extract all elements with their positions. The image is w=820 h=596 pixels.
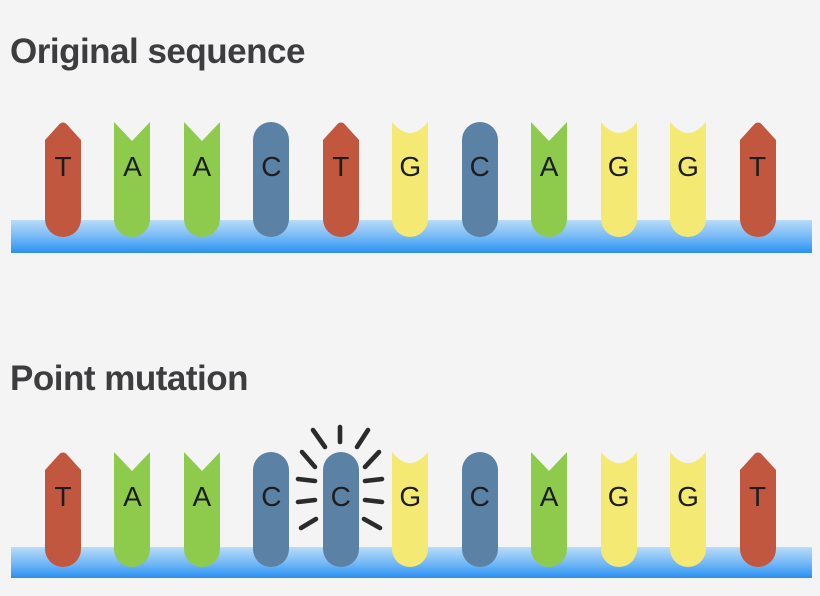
base-letter: C [261,151,282,182]
base-letter: T [54,481,72,512]
base-shape-C [461,452,498,567]
base-letter: G [607,151,630,182]
base-shape-A [114,122,151,237]
nucleotide-base: A [183,122,220,237]
base-shape-C [253,122,290,237]
base-shape-A [114,452,151,567]
base-letter: A [192,481,212,512]
base-letter: G [677,481,699,512]
nucleotide-base: G [392,452,429,567]
base-shape-T [45,452,81,567]
base-shape-G [600,122,637,237]
base-shape-C [322,452,359,567]
nucleotide-base: A [531,122,568,237]
nucleotide-base: G [600,122,637,237]
nucleotide-base: A [114,122,151,237]
nucleotide-base: G [670,452,707,567]
base-letter: C [261,481,282,512]
base-shape-T [739,122,776,237]
base-letter: A [539,481,559,512]
base-shape-A [183,452,220,567]
section-title-original: Original sequence [10,32,305,71]
base-letter: G [607,481,630,512]
base-letter: A [539,151,559,182]
nucleotide-base: A [114,452,151,567]
base-letter: A [192,151,212,182]
mutated-base: C [322,452,359,567]
base-shape-T [739,452,776,567]
base-shape-G [600,452,637,567]
base-letter: C [330,481,351,512]
nucleotide-base: G [392,122,429,237]
base-letter: C [469,151,490,182]
base-shape-C [253,452,290,567]
base-letter: C [469,481,490,512]
base-shape-G [670,452,707,567]
base-shape-G [670,122,707,237]
nucleotide-base: A [183,452,220,567]
base-letter: G [399,481,422,512]
nucleotide-base: C [461,122,498,237]
base-shape-A [183,122,220,237]
base-letter: G [399,151,422,182]
base-letter: T [748,151,767,182]
base-shape-C [461,122,498,237]
nucleotide-base: C [461,452,498,567]
nucleotide-base: C [253,122,290,237]
nucleotide-base: T [45,122,81,237]
nucleotide-base: T [45,452,81,567]
base-letter: T [332,151,350,182]
base-shape-T [45,122,81,237]
base-shape-T [322,122,359,237]
nucleotide-base: C [253,452,290,567]
base-letter: A [123,481,142,512]
nucleotide-base: A [531,452,568,567]
base-letter: T [54,151,72,182]
nucleotide-base: G [670,122,707,237]
base-shape-A [531,452,568,567]
nucleotide-base: T [322,122,359,237]
section-title-mutation: Point mutation [10,359,248,398]
mutation-emphasis-icon [295,424,385,531]
nucleotide-base: T [739,122,776,237]
base-shape-A [531,122,568,237]
base-letter: T [748,481,767,512]
nucleotide-base: G [600,452,637,567]
base-shape-G [392,122,429,237]
nucleotide-base: T [739,452,776,567]
base-letter: A [123,151,142,182]
base-shape-G [392,452,429,567]
base-letter: G [677,151,699,182]
